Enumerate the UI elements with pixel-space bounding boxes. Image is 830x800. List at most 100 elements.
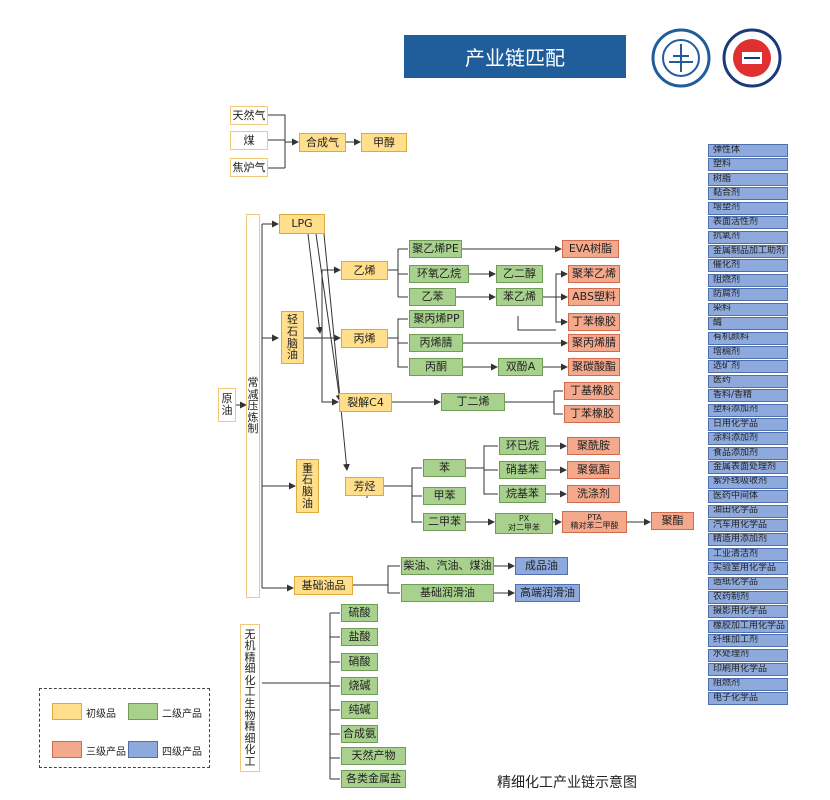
butyl-rubber-node: 丁基橡胶 [564,382,620,400]
end-product-item: 有机颜料 [708,331,788,345]
end-product-item: 酶 [708,317,788,330]
toluene-node: 甲苯 [423,487,466,505]
refined-oil-node: 成品油 [515,557,568,575]
heavy-naphtha-node: 重石脑油 [296,459,319,513]
end-product-item: 增塑剂 [708,201,788,215]
end-product-item: 增稠剂 [708,345,788,359]
end-product-item: 汽车用化学品 [708,518,788,532]
end-product-item: 实验室用化学品 [708,562,788,576]
legend-swatch-level1 [52,703,82,720]
end-product-item: 精造用添加剂 [708,533,788,547]
end-product-item: 农药制剂 [708,591,788,604]
propylene-node: 丙烯 [341,329,388,348]
inorganic-item: 纯碱 [341,701,378,719]
end-product-item: 日用化学品 [708,418,788,431]
inorganic-fine-chemicals-node: 无机精细化工生物精细化工 [240,624,260,772]
pp-node: 聚丙烯PP [409,310,464,328]
atmospheric-distillation-node: 常减压炼制 [246,214,260,598]
polystyrene-node: 聚苯乙烯 [568,265,620,283]
end-product-item: 塑料添加剂 [708,403,788,417]
polycarbonate-node: 聚碳酸酯 [568,358,620,376]
end-product-item: 催化剂 [708,259,788,273]
pan-node: 聚丙烯腈 [568,334,620,352]
cracked-c4-node: 裂解C4 [339,393,392,412]
methanol-node: 甲醇 [361,133,407,152]
aromatics-node: 芳烃 [345,477,384,496]
end-product-item: 阻燃剂 [708,677,788,691]
fuels-node: 柴油、汽油、煤油 [401,557,494,575]
ethylene-node: 乙烯 [341,261,388,280]
benzene-node: 苯 [423,459,466,477]
end-product-item: 摄影用化学品 [708,605,788,619]
end-product-item: 选矿剂 [708,360,788,374]
end-product-item: 弹性体 [708,144,788,157]
light-naphtha-node: 轻石脑油 [281,311,304,364]
inorganic-item: 各类金属盐 [341,770,406,788]
legend-swatch-level4 [128,741,158,758]
end-product-item: 印刷用化学品 [708,663,788,677]
end-product-item: 水处理剂 [708,648,788,662]
alkylbenzene-node: 烷基苯 [499,485,546,503]
feedstock-box: 焦炉气 [230,158,268,177]
end-product-item: 涂料添加剂 [708,432,788,446]
seal-icon [651,28,711,88]
base-lube-node: 基础润滑油 [401,584,494,602]
legend-label-level1: 初级品 [86,709,116,720]
crude-oil-node: 原油 [218,388,236,422]
end-product-item: 黏合剂 [708,187,788,201]
institute-seal-logo [722,28,782,88]
end-product-item: 油田化学品 [708,504,788,518]
legend-label-level3: 三级产品 [86,747,126,758]
ethylene-glycol-node: 乙二醇 [496,265,543,283]
legend-label-level2: 二级产品 [162,709,202,720]
inorganic-item: 烧碱 [341,677,378,695]
inorganic-item: 合成氨 [341,725,378,743]
ethylene-oxide-node: 环氧乙烷 [409,265,469,283]
end-product-item: 电子化学品 [708,692,788,705]
feedstock-box: 煤 [230,131,268,150]
end-product-item: 食品添加剂 [708,446,788,460]
acrylonitrile-node: 丙烯腈 [409,334,463,352]
end-product-item: 香料/香精 [708,389,788,403]
polyamide-node: 聚酰胺 [567,437,620,455]
end-product-item: 医药 [708,374,788,388]
university-seal-logo [651,28,711,88]
sbr-rubber-node: 丁苯橡胶 [564,405,620,423]
feedstock-box: 天然气 [230,106,268,125]
end-product-item: 紫外线吸收剂 [708,475,788,489]
lpg-node: LPG [279,214,325,234]
cyclohexane-node: 环已烷 [499,437,546,455]
inorganic-item: 硝酸 [341,653,378,671]
end-product-item: 树脂 [708,172,788,186]
base-oil-node: 基础油品 [294,576,353,595]
end-product-item: 阻燃剂 [708,273,788,287]
end-product-item: 纤维加工剂 [708,634,788,648]
page-title: 产业链匹配 [404,35,626,78]
pe-node: 聚乙烯PE [409,240,462,258]
abs-node: ABS塑料 [568,288,620,306]
end-product-item: 橡胶加工用化学品 [708,619,788,633]
inorganic-item: 天然产物 [341,747,406,765]
pta-node: PTA 精对苯二甲酸 [562,511,627,533]
end-product-item: 医药中间体 [708,490,788,504]
end-product-item: 表面活性剂 [708,216,788,230]
sbr-node: 丁苯橡胶 [568,313,620,331]
polyurethane-node: 聚氨酯 [567,461,620,479]
ethylbenzene-node: 乙苯 [409,288,456,306]
end-product-item: 抗氧剂 [708,230,788,244]
acetone-node: 丙酮 [409,358,463,376]
eva-node: EVA树脂 [562,240,619,258]
butadiene-node: 丁二烯 [441,393,505,411]
end-product-item: 染料 [708,302,788,316]
styrene-node: 苯乙烯 [496,288,543,306]
diagram-caption: 精细化工产业链示意图 [497,775,637,791]
detergent-node: 洗涤剂 [567,485,620,503]
end-product-item: 金属制品加工助剂 [708,244,788,258]
high-end-lube-node: 高端润滑油 [515,584,580,602]
bisphenol-a-node: 双酚A [498,358,543,376]
polyester-node: 聚酯 [651,512,694,530]
inorganic-item: 硫酸 [341,604,378,622]
px-node: PX 对二甲苯 [495,513,553,534]
end-product-item: 工业清洁剂 [708,547,788,561]
